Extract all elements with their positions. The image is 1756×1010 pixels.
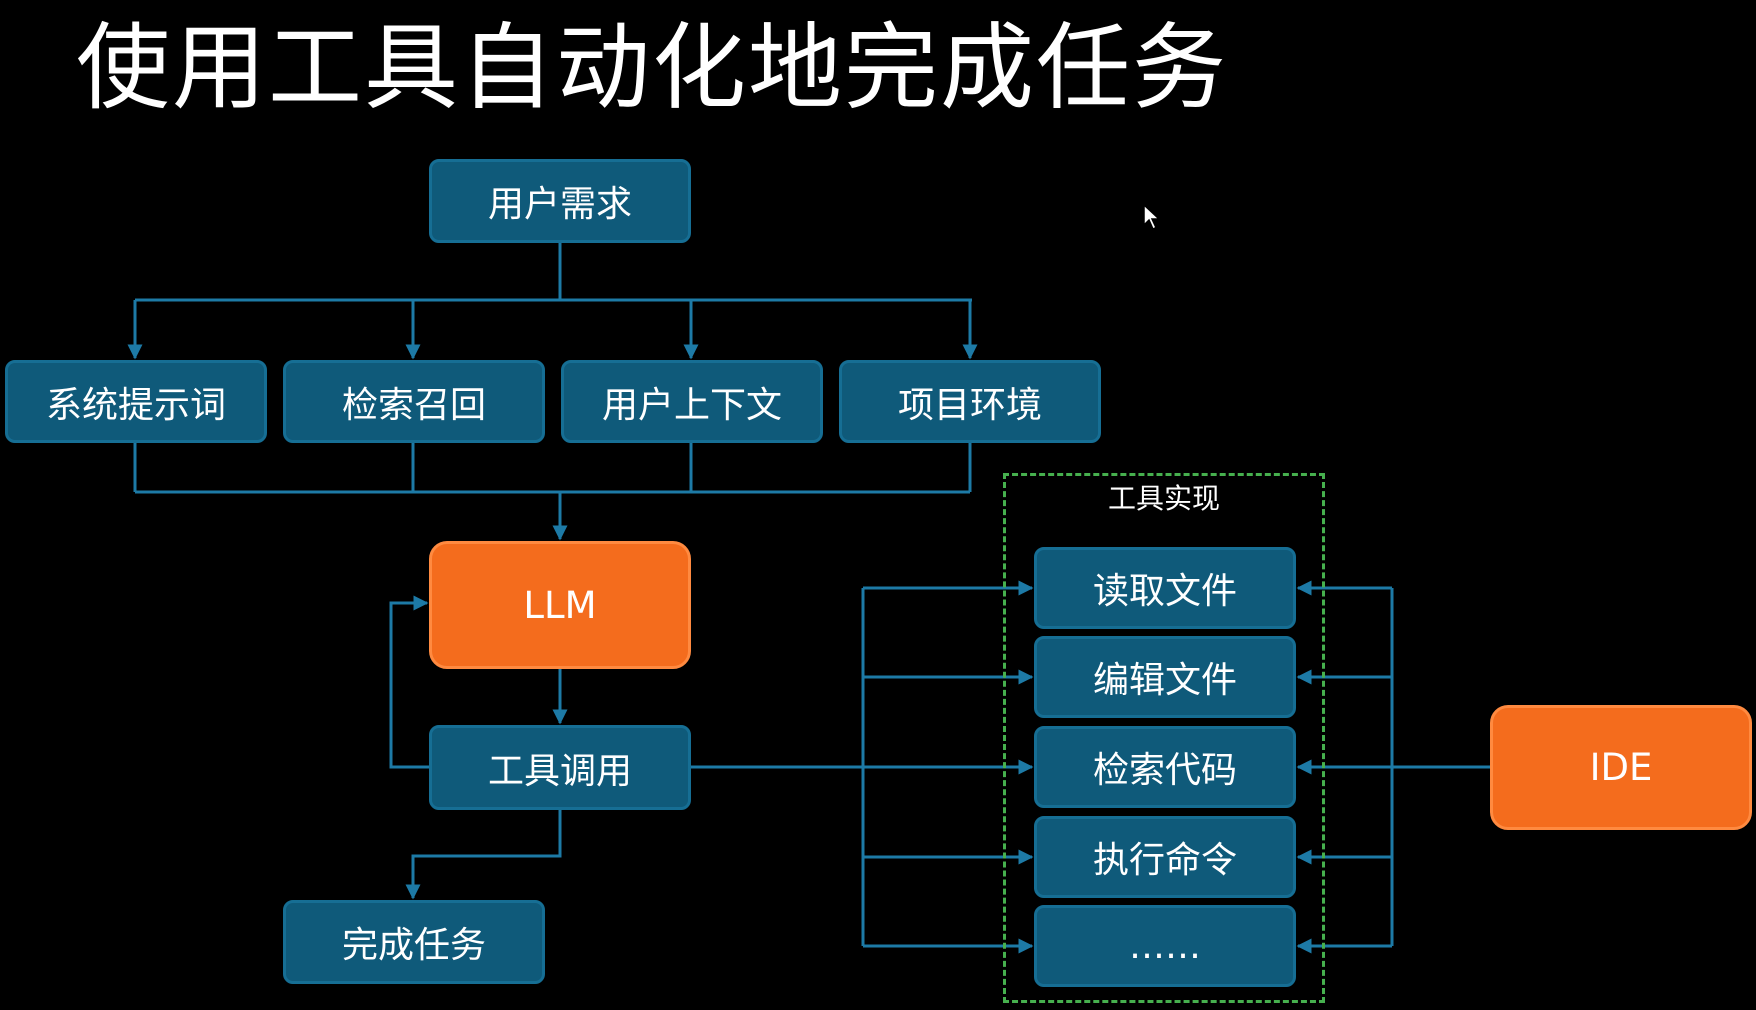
node-retrieval-recall: 检索召回 [283, 360, 545, 443]
mouse-cursor-icon [1143, 204, 1161, 231]
node-user-request: 用户需求 [429, 159, 691, 243]
slide-title: 使用工具自动化地完成任务 [76, 14, 1229, 123]
tool-group-label: 工具实现 [1107, 482, 1220, 515]
arrow-tool-call-back-to-llm [389, 595, 429, 769]
tool-read-file: 读取文件 [1034, 547, 1296, 629]
tool-edit-file: 编辑文件 [1034, 636, 1296, 718]
node-system-prompt: 系统提示词 [5, 360, 267, 443]
tool-more: …… [1034, 905, 1296, 987]
tool-search-code: 检索代码 [1034, 726, 1296, 808]
tool-implementation-group [1003, 473, 1325, 1003]
arrow-tool-call-to-complete [405, 810, 562, 900]
tool-run-command: 执行命令 [1034, 816, 1296, 898]
node-ide: IDE [1490, 705, 1752, 830]
node-user-context: 用户上下文 [561, 360, 823, 443]
node-llm: LLM [429, 541, 691, 669]
node-project-env: 项目环境 [839, 360, 1101, 443]
node-complete-task: 完成任务 [283, 900, 545, 984]
node-tool-call: 工具调用 [429, 725, 691, 810]
